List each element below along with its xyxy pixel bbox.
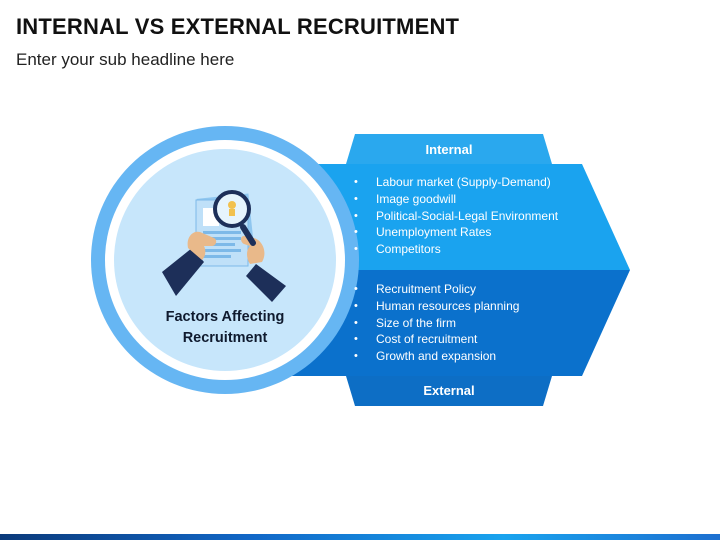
- internal-factors-list: Labour market (Supply-Demand) Image good…: [354, 174, 558, 258]
- center-label-line1: Factors Affecting: [165, 309, 285, 325]
- internal-tab-label: Internal: [425, 142, 473, 157]
- list-item: Recruitment Policy: [354, 281, 519, 298]
- center-label-line2: Recruitment: [182, 330, 268, 346]
- external-tab-label: External: [423, 383, 475, 398]
- list-item: Political-Social-Legal Environment: [354, 208, 558, 225]
- list-item: Unemployment Rates: [354, 224, 558, 241]
- page-subtitle: Enter your sub headline here: [16, 50, 235, 69]
- magnifier-over-resume-icon: [162, 190, 286, 302]
- footer-bar: [0, 534, 720, 540]
- external-tab-shape: [346, 376, 552, 406]
- list-item: Human resources planning: [354, 298, 519, 315]
- list-item: Cost of recruitment: [354, 331, 519, 348]
- list-item: Image goodwill: [354, 191, 558, 208]
- external-factors-list: Recruitment Policy Human resources plann…: [354, 281, 519, 365]
- page-title: INTERNAL VS EXTERNAL RECRUITMENT: [16, 14, 460, 39]
- list-item: Competitors: [354, 241, 558, 258]
- list-item: Size of the firm: [354, 315, 519, 332]
- center-label: Factors Affecting Recruitment: [140, 307, 310, 349]
- internal-tab-shape: [346, 134, 552, 164]
- list-item: Labour market (Supply-Demand): [354, 174, 558, 191]
- list-item: Growth and expansion: [354, 348, 519, 365]
